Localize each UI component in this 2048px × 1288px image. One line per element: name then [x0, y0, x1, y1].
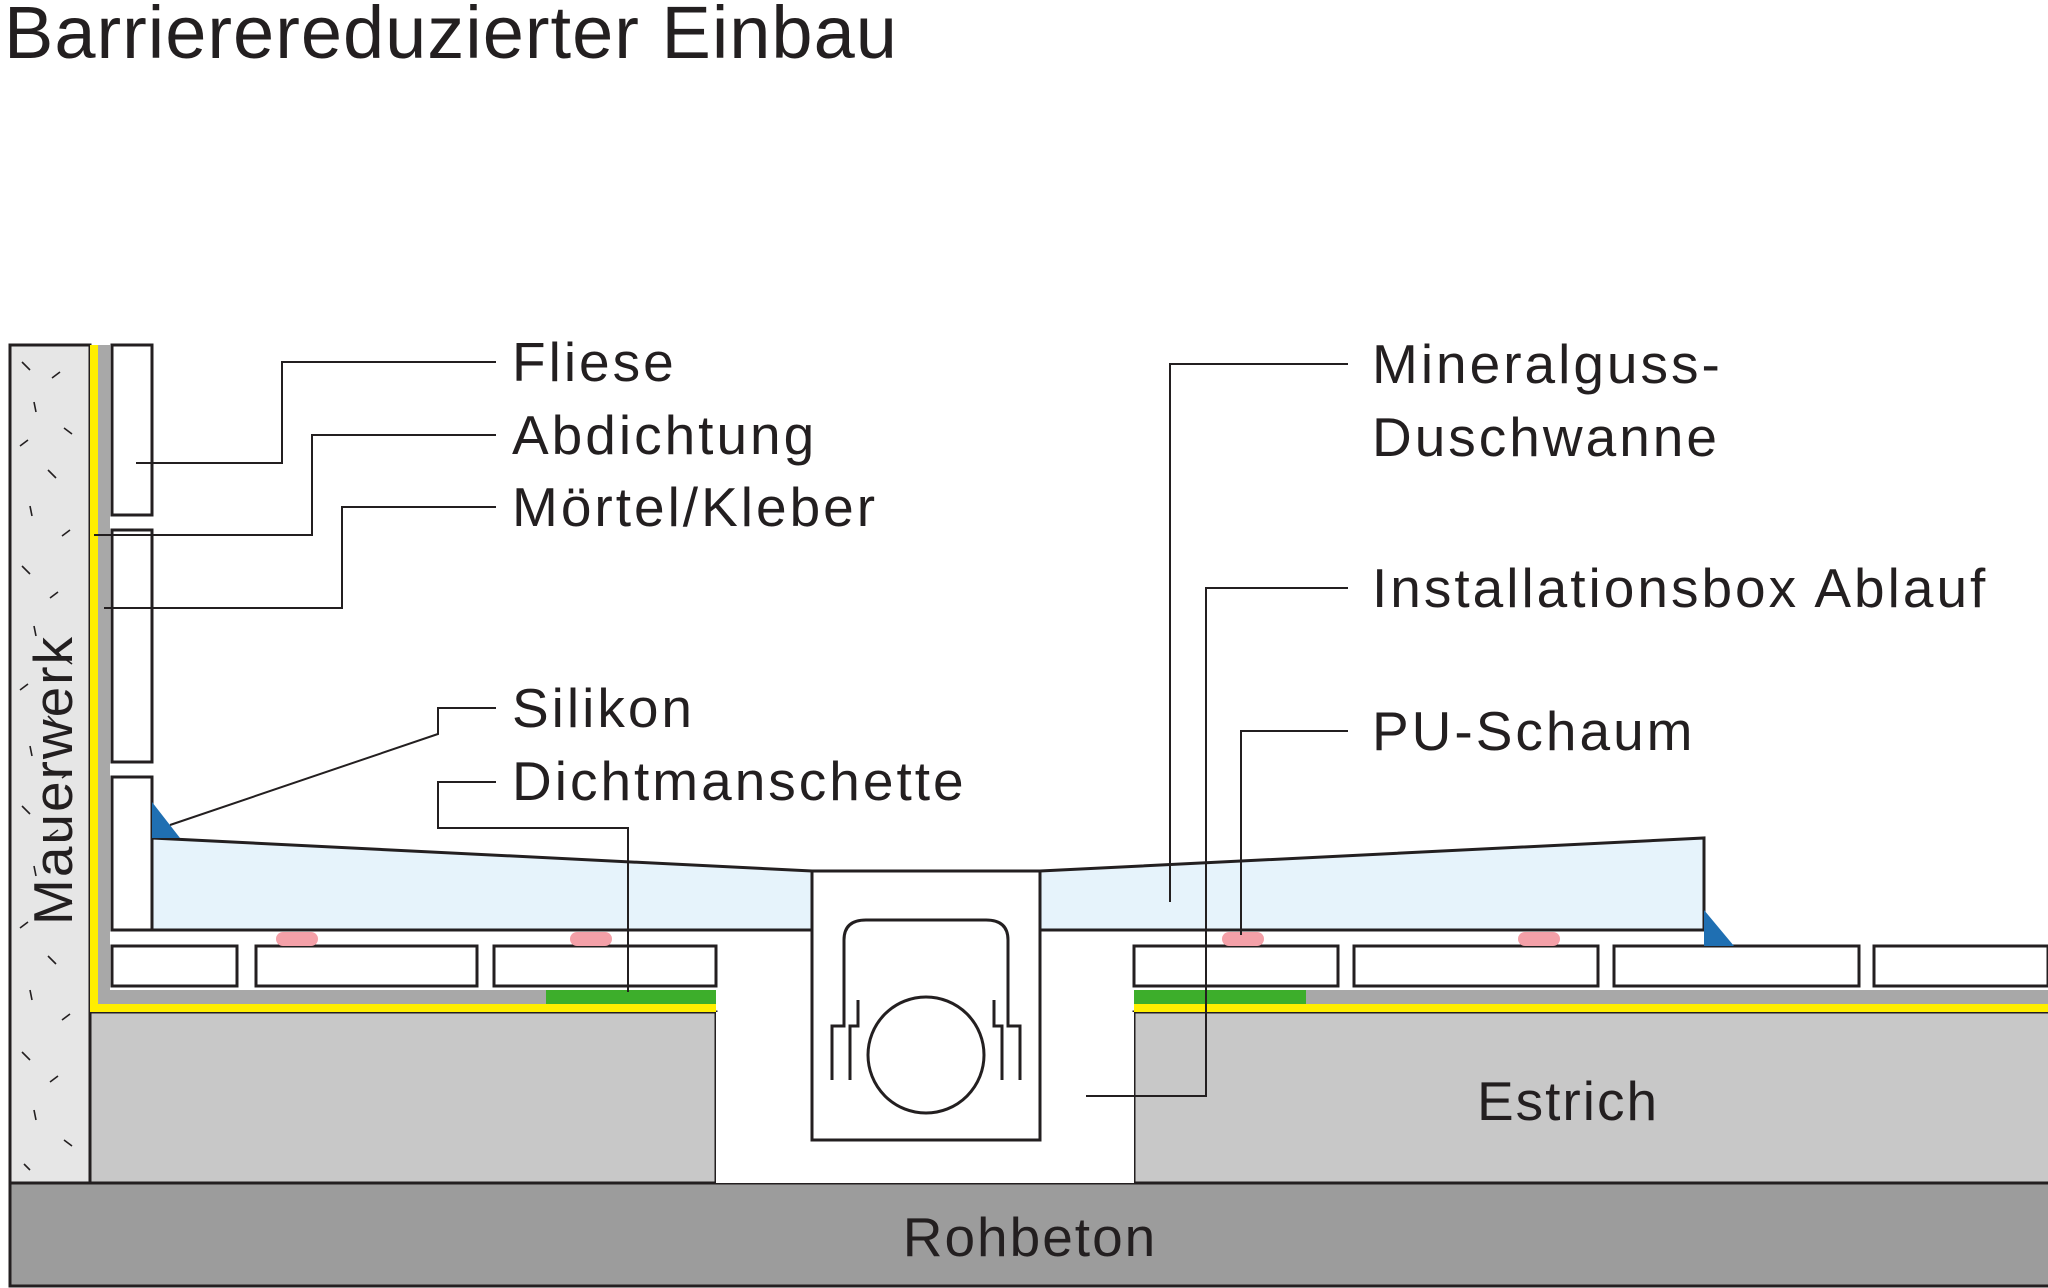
floor-tile	[1872, 944, 2048, 988]
wall-tile	[110, 528, 154, 764]
floor-sealing-left	[90, 1004, 716, 1012]
estrich-right	[1132, 1010, 2048, 1185]
leader-mineralguss	[1169, 363, 1348, 902]
wall-tile	[110, 343, 154, 517]
label-mineralguss-line1: Mineralguss-	[1372, 333, 1723, 395]
pu-schaum-dot	[1518, 932, 1560, 946]
floor-mortar-right	[1134, 990, 2048, 1004]
mauerwerk-wall	[8, 343, 92, 1185]
dichtmanschette-right	[1134, 990, 1306, 1004]
floor-sealing-right	[1134, 1004, 2048, 1012]
pu-schaum-dot	[1222, 932, 1264, 946]
silikon-joint-left	[152, 802, 180, 838]
floor-tile	[110, 944, 239, 988]
label-dichtmanschette: Dichtmanschette	[512, 750, 967, 812]
mauerwerk-label: Mauerwerk	[22, 635, 84, 925]
leader-silikon	[169, 707, 496, 826]
masonry-speckles	[19, 361, 73, 1171]
floor-tile	[1612, 944, 1861, 988]
rohbeton-label: Rohbeton	[903, 1206, 1158, 1268]
label-abdichtung: Abdichtung	[512, 404, 817, 466]
label-mineralguss-line2: Duschwanne	[1372, 406, 1720, 468]
leader-installationsbox	[1086, 587, 1348, 1097]
silikon-joint-right	[1704, 910, 1734, 946]
wall-tile	[110, 775, 154, 932]
floor-tile	[1352, 944, 1600, 988]
pu-schaum-dot	[276, 932, 318, 946]
leader-moertel	[104, 506, 496, 609]
leader-abdichtung	[94, 434, 496, 536]
leader-pu-schaum	[1240, 730, 1348, 935]
drain-pipe	[866, 995, 986, 1115]
dichtmanschette-left	[546, 990, 716, 1004]
leader-dichtmanschette	[437, 781, 629, 992]
rohbeton-layer	[8, 1181, 2048, 1288]
wall-sealing	[90, 345, 98, 1012]
pu-schaum-dot	[570, 932, 612, 946]
floor-tile	[492, 944, 718, 988]
label-installationsbox-ablauf: Installationsbox Ablauf	[1372, 557, 1988, 619]
diagram-title: Barriereredu­zierter Einbau	[4, 0, 898, 74]
estrich-label: Estrich	[1477, 1070, 1659, 1132]
drain-inner-profile	[830, 918, 1022, 1080]
floor-tile	[1132, 944, 1340, 988]
label-silikon: Silikon	[512, 677, 695, 739]
label-fliese: Fliese	[512, 331, 677, 393]
leader-fliese	[136, 361, 496, 464]
floor-tile	[254, 944, 479, 988]
estrich-left	[88, 1010, 718, 1185]
label-moertel-kleber: Mörtel/Kleber	[512, 476, 878, 538]
label-pu-schaum: PU-Schaum	[1372, 700, 1695, 762]
wall-mortar	[98, 345, 110, 998]
